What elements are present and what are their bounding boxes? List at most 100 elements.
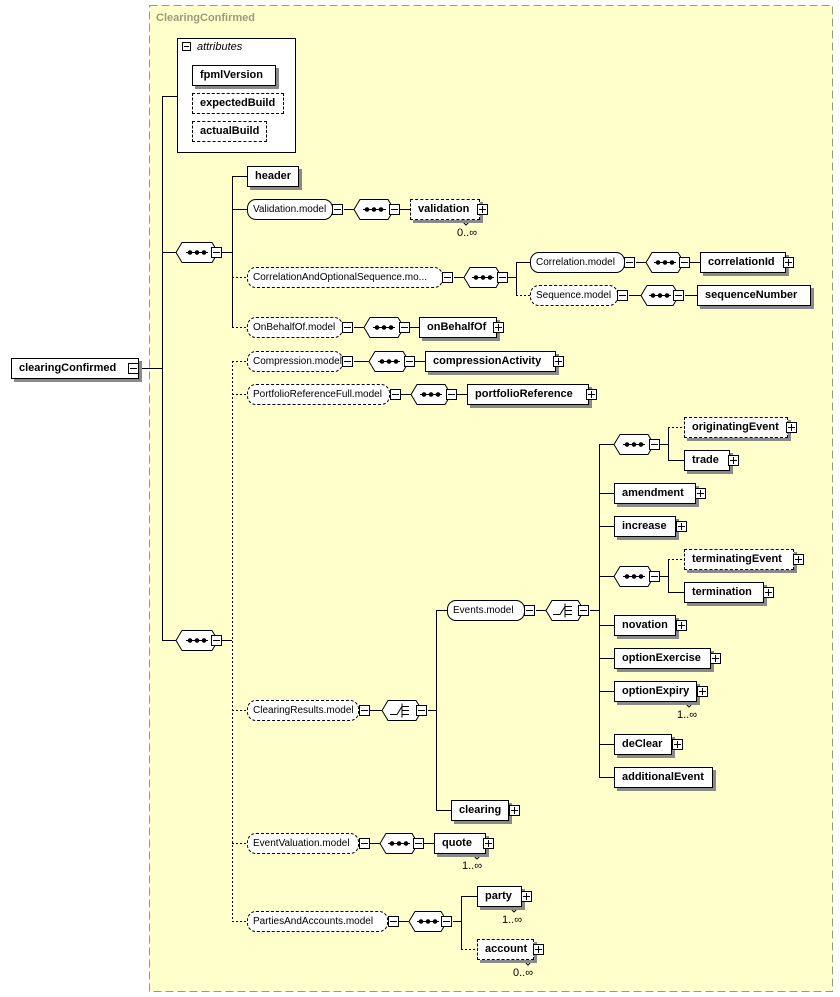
collapse-icon[interactable] (404, 356, 415, 367)
expand-icon[interactable] (521, 891, 532, 902)
expand-icon[interactable] (695, 488, 706, 499)
attributes-title: attributes (197, 41, 243, 53)
element-novation[interactable]: novation (614, 615, 676, 636)
collapse-icon[interactable] (442, 272, 453, 283)
choice-icon (545, 600, 585, 621)
choice-icon (381, 700, 423, 721)
element-declear[interactable]: deClear (614, 734, 672, 755)
attribute-expectedbuild[interactable]: expectedBuild (192, 93, 284, 114)
collapse-icon[interactable] (617, 290, 628, 301)
sequence-icon (463, 267, 503, 288)
element-trade[interactable]: trade (684, 450, 730, 471)
collapse-icon[interactable] (673, 290, 684, 301)
collapse-icon[interactable] (416, 705, 427, 716)
expand-icon[interactable] (493, 322, 504, 333)
expand-icon[interactable] (672, 739, 683, 750)
expand-icon[interactable] (697, 686, 708, 697)
group-parties-accounts-model[interactable]: PartiesAndAccounts.model (247, 911, 388, 932)
root-element[interactable]: clearingConfirmed (11, 358, 139, 379)
expand-icon[interactable] (533, 944, 544, 955)
element-sequencenumber[interactable]: sequenceNumber (697, 285, 811, 306)
collapse-icon[interactable] (359, 705, 370, 716)
collapse-icon[interactable] (649, 439, 660, 450)
collapse-icon[interactable] (388, 916, 399, 927)
cardinality-validation: 0..∞ (457, 227, 478, 239)
element-increase[interactable]: increase (614, 516, 676, 537)
element-additionalevent[interactable]: additionalEvent (614, 767, 713, 788)
element-compressionactivity[interactable]: compressionActivity (425, 351, 556, 372)
expand-icon[interactable] (786, 422, 797, 433)
expand-icon[interactable] (710, 653, 721, 664)
collapse-icon[interactable] (524, 605, 535, 616)
complex-type-title: ClearingConfirmed (156, 12, 256, 24)
group-onbehalfof-model[interactable]: OnBehalfOf.model (247, 317, 343, 338)
attribute-actualbuild[interactable]: actualBuild (192, 121, 267, 142)
group-sequence-model[interactable]: Sequence.model (530, 285, 618, 306)
element-terminatingevent[interactable]: terminatingEvent (684, 549, 794, 570)
collapse-icon[interactable] (649, 571, 660, 582)
group-validation-model[interactable]: Validation.model (247, 199, 333, 220)
collapse-icon[interactable] (413, 838, 424, 849)
expand-icon[interactable] (783, 257, 794, 268)
collapse-icon[interactable] (578, 605, 589, 616)
group-compression-model[interactable]: Compression.model (247, 351, 343, 372)
group-events-model[interactable]: Events.model (447, 600, 525, 621)
element-quote[interactable]: quote (434, 833, 490, 858)
collapse-icon[interactable] (679, 257, 690, 268)
group-event-valuation-model[interactable]: EventValuation.model (247, 833, 359, 854)
connectors (140, 96, 700, 950)
expand-icon[interactable] (483, 838, 494, 849)
cardinality-markers (459, 218, 696, 966)
cardinality-optionexpiry: 1..∞ (677, 709, 698, 721)
collapse-icon[interactable] (332, 204, 343, 215)
element-account[interactable]: account (477, 939, 538, 964)
element-optionexercise[interactable]: optionExercise (614, 648, 711, 669)
expand-icon[interactable] (477, 204, 488, 215)
collapse-icon[interactable] (441, 916, 452, 927)
element-onbehalfof[interactable]: onBehalfOf (419, 317, 497, 338)
expand-icon[interactable] (586, 389, 597, 400)
sequence-icon (645, 252, 685, 273)
element-optionexpiry[interactable]: optionExpiry (614, 681, 701, 706)
expand-icon[interactable] (763, 587, 774, 598)
collapse-icon[interactable] (446, 389, 457, 400)
collapse-icon[interactable] (359, 838, 370, 849)
element-clearing[interactable]: clearing (451, 800, 509, 821)
sequence-icon (363, 317, 405, 338)
collapse-icon[interactable] (624, 257, 635, 268)
collapse-icon[interactable] (211, 635, 222, 646)
group-correlation-model[interactable]: Correlation.model (530, 252, 625, 273)
expand-icon[interactable] (728, 455, 739, 466)
sequence-icon (353, 199, 395, 220)
element-termination[interactable]: termination (684, 582, 764, 603)
group-correlation-sequence-model[interactable]: CorrelationAndOptionalSequence.mo... (247, 267, 443, 288)
element-party[interactable]: party (477, 886, 526, 911)
group-clearing-results-model[interactable]: ClearingResults.model (247, 700, 359, 721)
attribute-fpmlversion[interactable]: fpmlVersion (192, 65, 276, 86)
sequence-icon (368, 351, 410, 372)
collapse-icon[interactable] (497, 272, 508, 283)
collapse-icon[interactable] (211, 247, 222, 258)
collapse-icon[interactable] (399, 322, 410, 333)
element-validation[interactable]: validation (410, 199, 484, 224)
expand-icon[interactable] (676, 620, 687, 631)
element-correlationid[interactable]: correlationId (700, 252, 786, 273)
group-portfolio-reference-model[interactable]: PortfolioReferenceFull.model (247, 384, 390, 405)
element-originatingevent[interactable]: originatingEvent (684, 417, 788, 438)
element-amendment[interactable]: amendment (614, 483, 696, 504)
expand-icon[interactable] (509, 805, 520, 816)
sequence-icon (613, 566, 655, 587)
element-portfolioreference[interactable]: portfolioReference (467, 384, 589, 405)
expand-icon[interactable] (676, 521, 687, 532)
collapse-icon[interactable] (342, 356, 353, 367)
collapse-icon[interactable] (390, 389, 401, 400)
collapse-icon[interactable] (342, 322, 353, 333)
collapse-icon[interactable] (128, 363, 139, 374)
collapse-icon[interactable] (389, 204, 400, 215)
element-header[interactable]: header (247, 166, 299, 187)
sequence-icon (408, 911, 448, 932)
expand-icon[interactable] (793, 554, 804, 565)
sequence-icon (379, 833, 419, 854)
collapse-icon[interactable] (182, 42, 191, 51)
expand-icon[interactable] (553, 356, 564, 367)
